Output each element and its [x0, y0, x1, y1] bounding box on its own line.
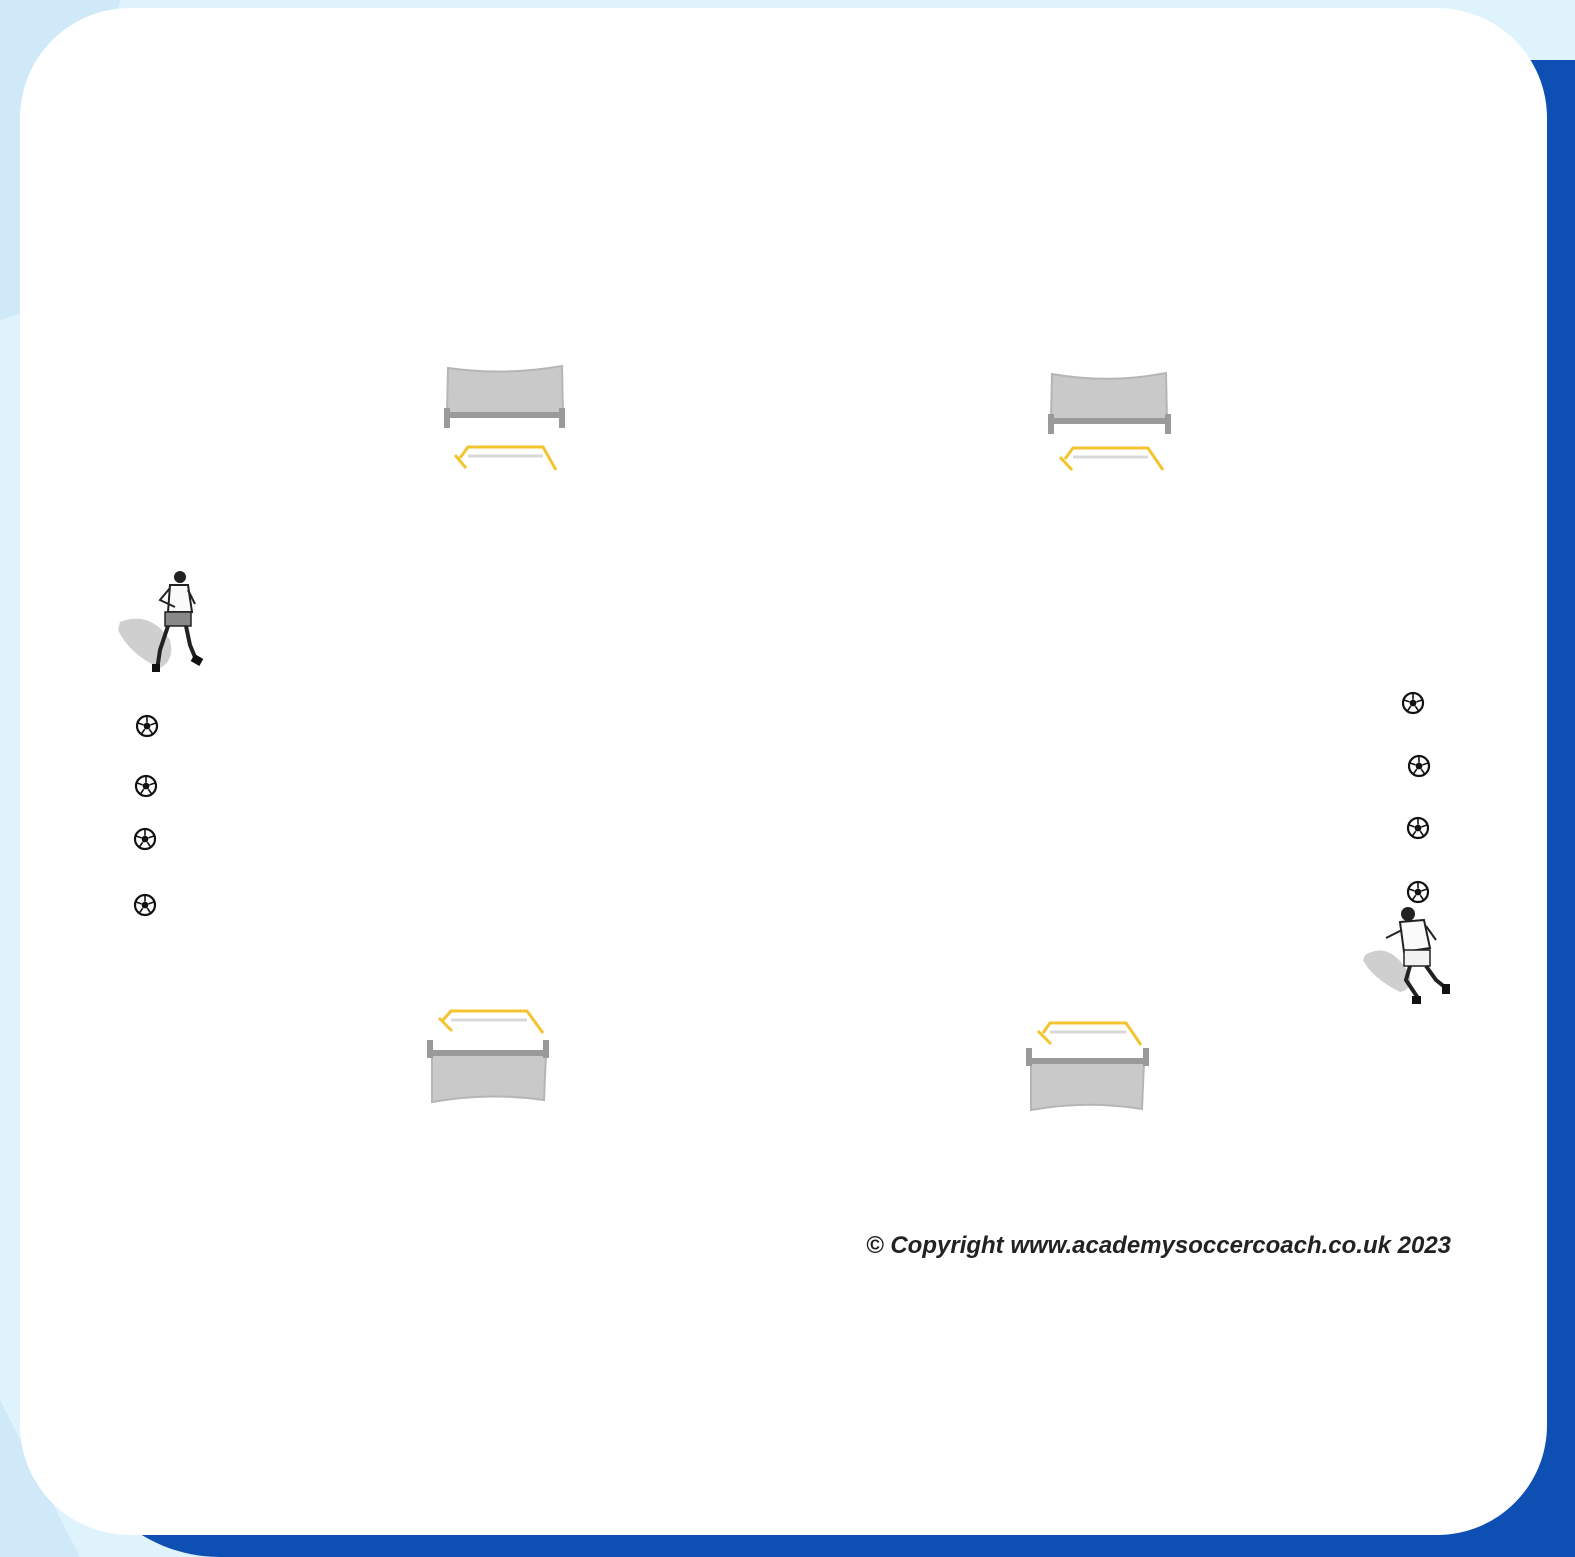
goal-top-left: [444, 366, 565, 428]
ball-left-1: [137, 716, 157, 736]
goal-top-right: [1048, 373, 1171, 434]
hurdle-top-left: [455, 447, 556, 470]
ball-right-1: [1403, 693, 1423, 713]
ball-left-3: [135, 829, 155, 849]
hurdle-top-right: [1060, 448, 1163, 470]
ball-right-4: [1408, 882, 1428, 902]
copyright-text: © Copyright www.academysoccercoach.co.uk…: [866, 1232, 1451, 1260]
hurdle-bottom-right: [1038, 1023, 1141, 1045]
ball-left-4: [135, 895, 155, 915]
hurdle-bottom-left: [439, 1011, 543, 1033]
player-right: [1363, 907, 1450, 1004]
goal-bottom-right: [1026, 1048, 1149, 1110]
ball-left-2: [136, 776, 156, 796]
player-left: [118, 571, 203, 672]
ball-right-2: [1409, 756, 1429, 776]
ball-right-3: [1408, 818, 1428, 838]
goal-bottom-left: [427, 1040, 549, 1102]
